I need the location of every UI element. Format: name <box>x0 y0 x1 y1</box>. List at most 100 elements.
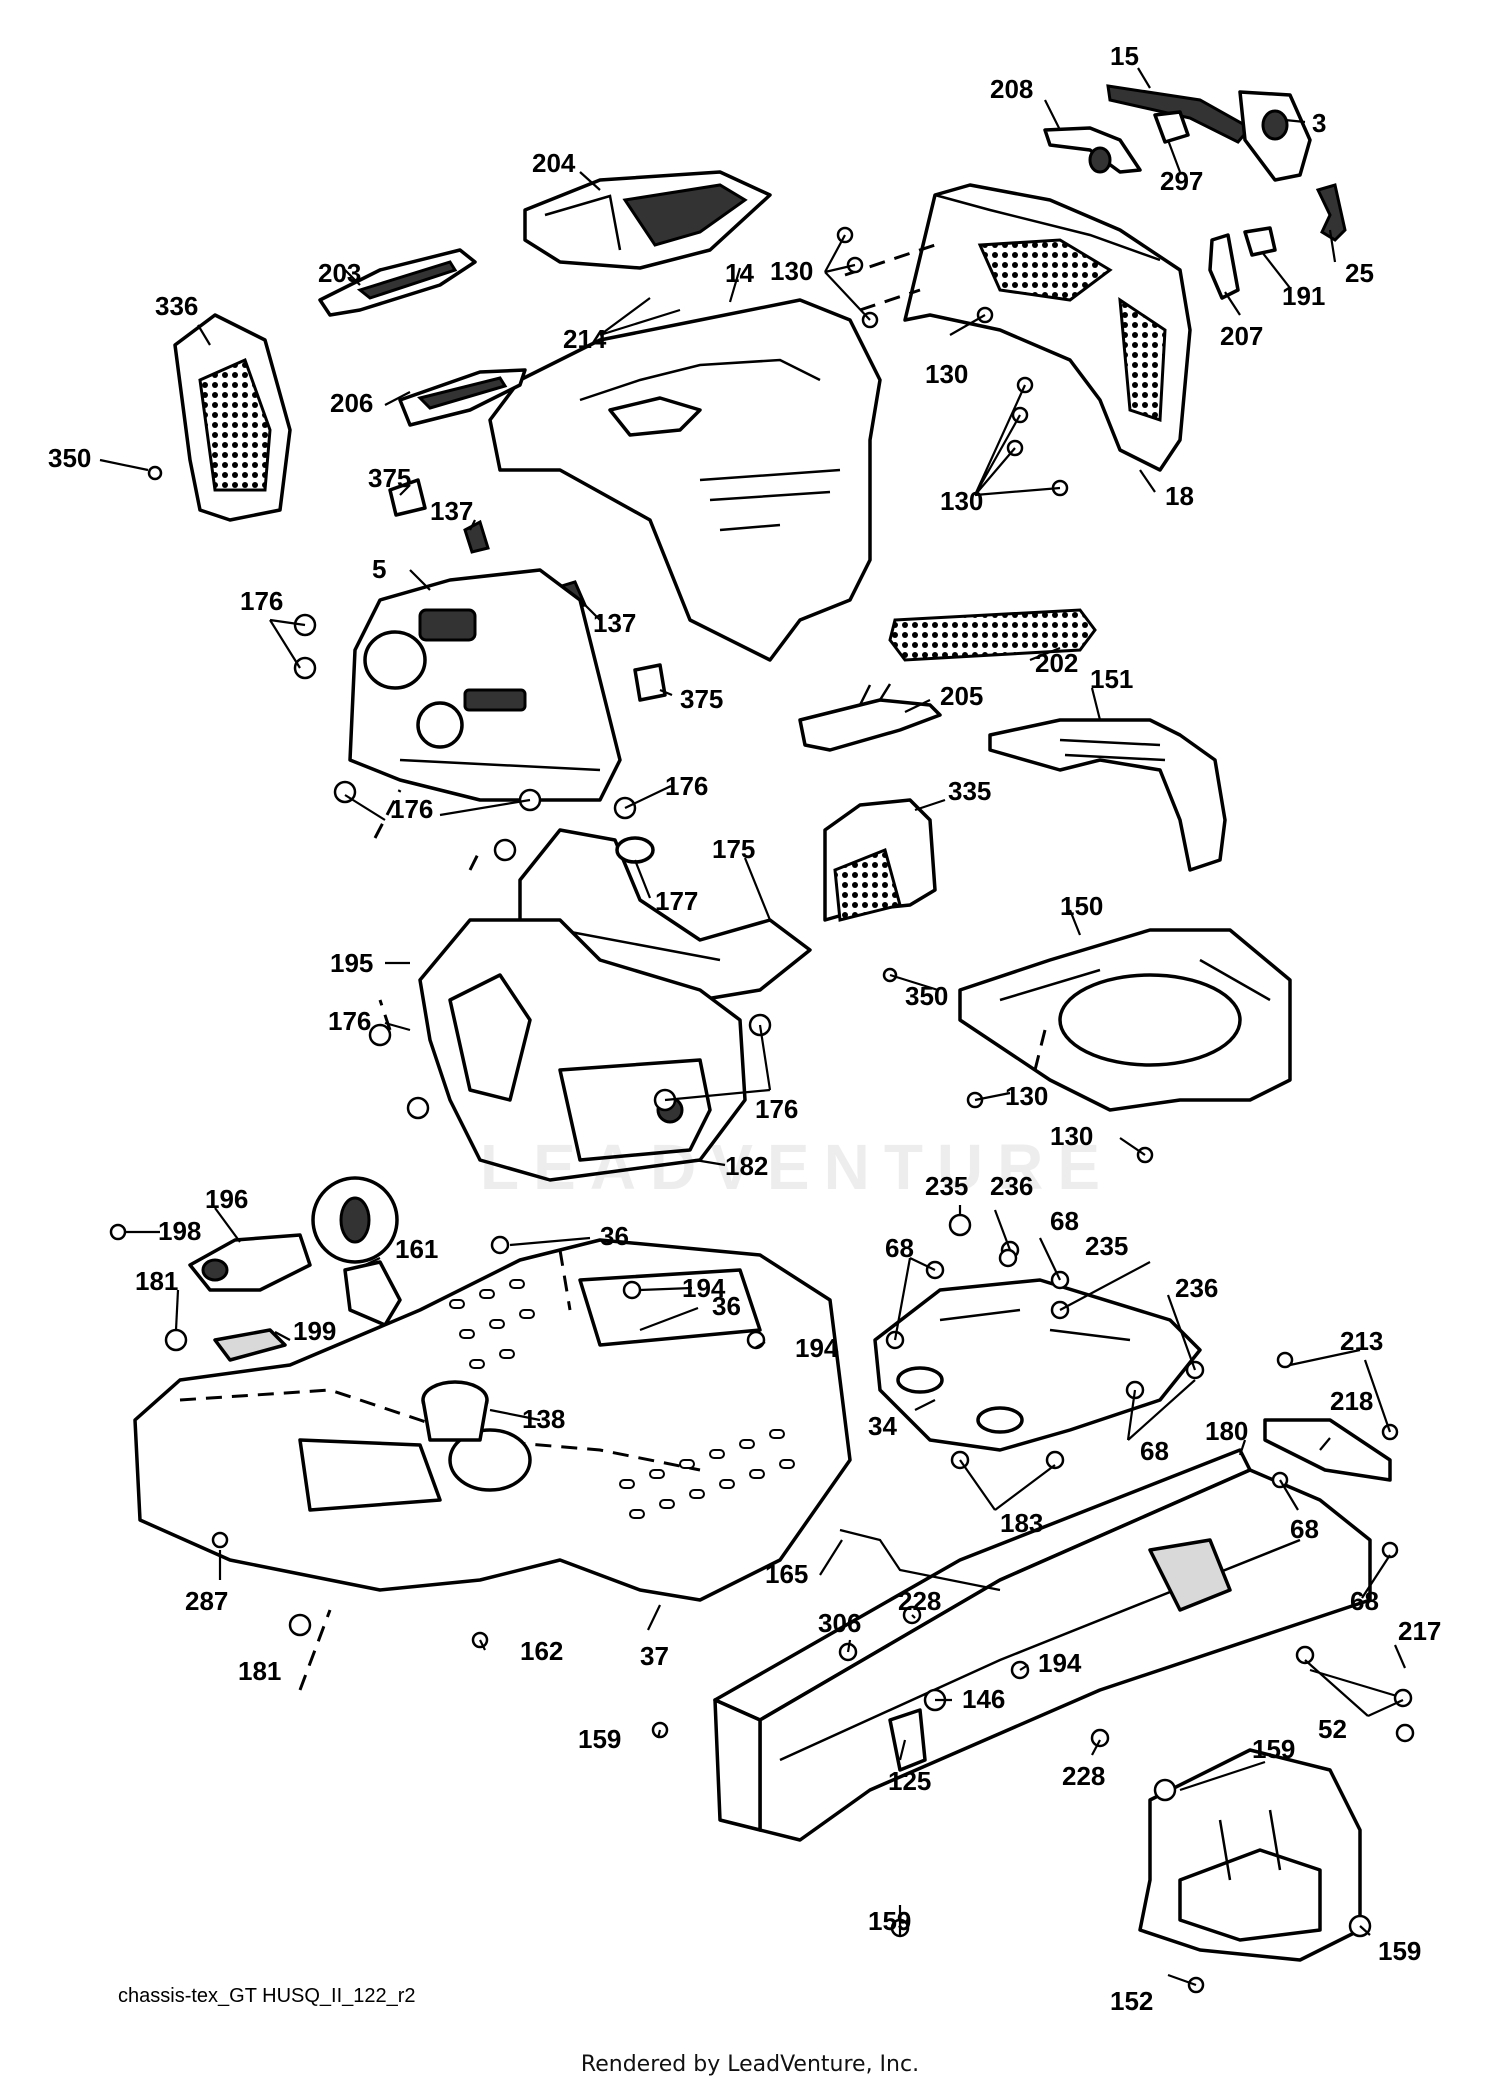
callout-68-b: 68 <box>885 1233 914 1263</box>
part-fender-deck <box>133 1238 852 1602</box>
watermark-text: LEADVENTURE <box>480 1131 1115 1203</box>
part-bracket-151 <box>988 718 1227 872</box>
vent-hole-field <box>449 1279 795 1519</box>
callout-15: 15 <box>1110 41 1139 71</box>
callout-165: 165 <box>765 1559 808 1589</box>
render-credit: Rendered by LeadVenture, Inc. <box>580 2052 920 2077</box>
part-skid-plate <box>1138 1748 1362 1962</box>
callout-159-a: 159 <box>578 1724 621 1754</box>
part-dashboard <box>348 568 622 802</box>
callout-130-a: 130 <box>770 256 813 286</box>
callout-176-a: 176 <box>240 586 283 616</box>
callout-191: 191 <box>1282 281 1325 311</box>
callout-350-a: 350 <box>48 443 91 473</box>
part-side-trim-lower <box>398 368 527 427</box>
callout-130-d: 130 <box>1005 1081 1048 1111</box>
part-hood-insert <box>523 170 772 270</box>
callout-217: 217 <box>1398 1616 1441 1646</box>
callout-236-a: 236 <box>990 1171 1033 1201</box>
callout-213: 213 <box>1340 1326 1383 1356</box>
part-side-panel-left <box>173 313 292 522</box>
callout-335: 335 <box>948 776 991 806</box>
callout-5: 5 <box>372 554 386 584</box>
callout-207: 207 <box>1220 321 1263 351</box>
diagram-caption: chassis-tex_GT HUSQ_II_122_r2 <box>118 1985 416 2007</box>
part-lower-dash-housing <box>418 918 747 1182</box>
part-headlight-housing-right <box>1238 90 1312 182</box>
part-front-bumper <box>903 183 1192 472</box>
callout-36-a: 36 <box>600 1221 629 1251</box>
callout-52: 52 <box>1318 1714 1347 1744</box>
callout-235-b: 235 <box>1085 1231 1128 1261</box>
callout-162: 162 <box>520 1636 563 1666</box>
callout-181-b: 181 <box>238 1656 281 1686</box>
callout-25: 25 <box>1345 258 1374 288</box>
callout-183: 183 <box>1000 1508 1043 1538</box>
part-boot-ring <box>311 1176 402 1327</box>
part-clip-upper <box>388 478 427 517</box>
callout-130-b: 130 <box>925 359 968 389</box>
callout-202: 202 <box>1035 648 1078 678</box>
callout-146: 146 <box>962 1684 1005 1714</box>
callout-18: 18 <box>1165 481 1194 511</box>
part-bracket-218 <box>1263 1418 1392 1482</box>
callout-306: 306 <box>818 1608 861 1638</box>
callout-159-d: 159 <box>1378 1936 1421 1966</box>
callout-130-e: 130 <box>1050 1121 1093 1151</box>
part-rod-165 <box>839 1528 1001 1592</box>
part-headlight-housing-left <box>1043 126 1142 174</box>
part-seat-plate <box>873 1278 1202 1452</box>
callout-176-d: 176 <box>328 1006 371 1036</box>
callout-175: 175 <box>712 834 755 864</box>
callout-199: 199 <box>293 1316 336 1346</box>
callout-14: 14 <box>725 258 754 288</box>
callout-68-c: 68 <box>1140 1436 1169 1466</box>
callout-206: 206 <box>330 388 373 418</box>
callout-195: 195 <box>330 948 373 978</box>
callout-194-b: 194 <box>795 1333 839 1363</box>
callout-236-b: 236 <box>1175 1273 1218 1303</box>
callout-161: 161 <box>395 1234 438 1264</box>
callout-205: 205 <box>940 681 983 711</box>
callout-176-c: 176 <box>665 771 708 801</box>
part-trim-lower <box>798 683 942 752</box>
callout-194-a: 194 <box>682 1273 726 1303</box>
callout-176-e: 176 <box>755 1094 798 1124</box>
callout-203: 203 <box>318 258 361 288</box>
part-bulb <box>1153 110 1190 144</box>
callout-68-a: 68 <box>1050 1206 1079 1236</box>
callout-181-a: 181 <box>135 1266 178 1296</box>
callout-196: 196 <box>205 1184 248 1214</box>
part-clip-137-a <box>463 519 490 554</box>
callout-3: 3 <box>1312 108 1326 138</box>
callout-214: 214 <box>563 324 607 354</box>
callout-235-a: 235 <box>925 1171 968 1201</box>
callout-194-c: 194 <box>1038 1648 1082 1678</box>
callout-180: 180 <box>1205 1416 1248 1446</box>
callout-125: 125 <box>888 1766 931 1796</box>
callout-68-d: 68 <box>1290 1514 1319 1544</box>
part-fuel-tank-cover <box>188 1233 312 1292</box>
callout-137-b: 137 <box>593 608 636 638</box>
callout-297: 297 <box>1160 166 1203 196</box>
callout-137-a: 137 <box>430 496 473 526</box>
callout-68-e: 68 <box>1350 1586 1379 1616</box>
part-latch-plate <box>213 1328 287 1362</box>
callout-350-b: 350 <box>905 981 948 1011</box>
callout-375-b: 375 <box>680 684 723 714</box>
callout-336: 336 <box>155 291 198 321</box>
part-rod-217 <box>1309 1668 1411 1702</box>
callout-182: 182 <box>725 1151 768 1181</box>
callout-177: 177 <box>655 886 698 916</box>
part-filler-neck <box>421 1380 489 1442</box>
leader-lines <box>99 67 1407 1987</box>
part-floor-pan <box>958 928 1292 1112</box>
callout-228-b: 228 <box>1062 1761 1105 1791</box>
part-bulb-socket <box>1208 226 1277 300</box>
callout-208: 208 <box>990 74 1033 104</box>
part-lens-trim <box>1315 183 1347 242</box>
callout-150: 150 <box>1060 891 1103 921</box>
callout-159-c: 159 <box>1252 1734 1295 1764</box>
part-side-panel-right <box>823 798 937 922</box>
